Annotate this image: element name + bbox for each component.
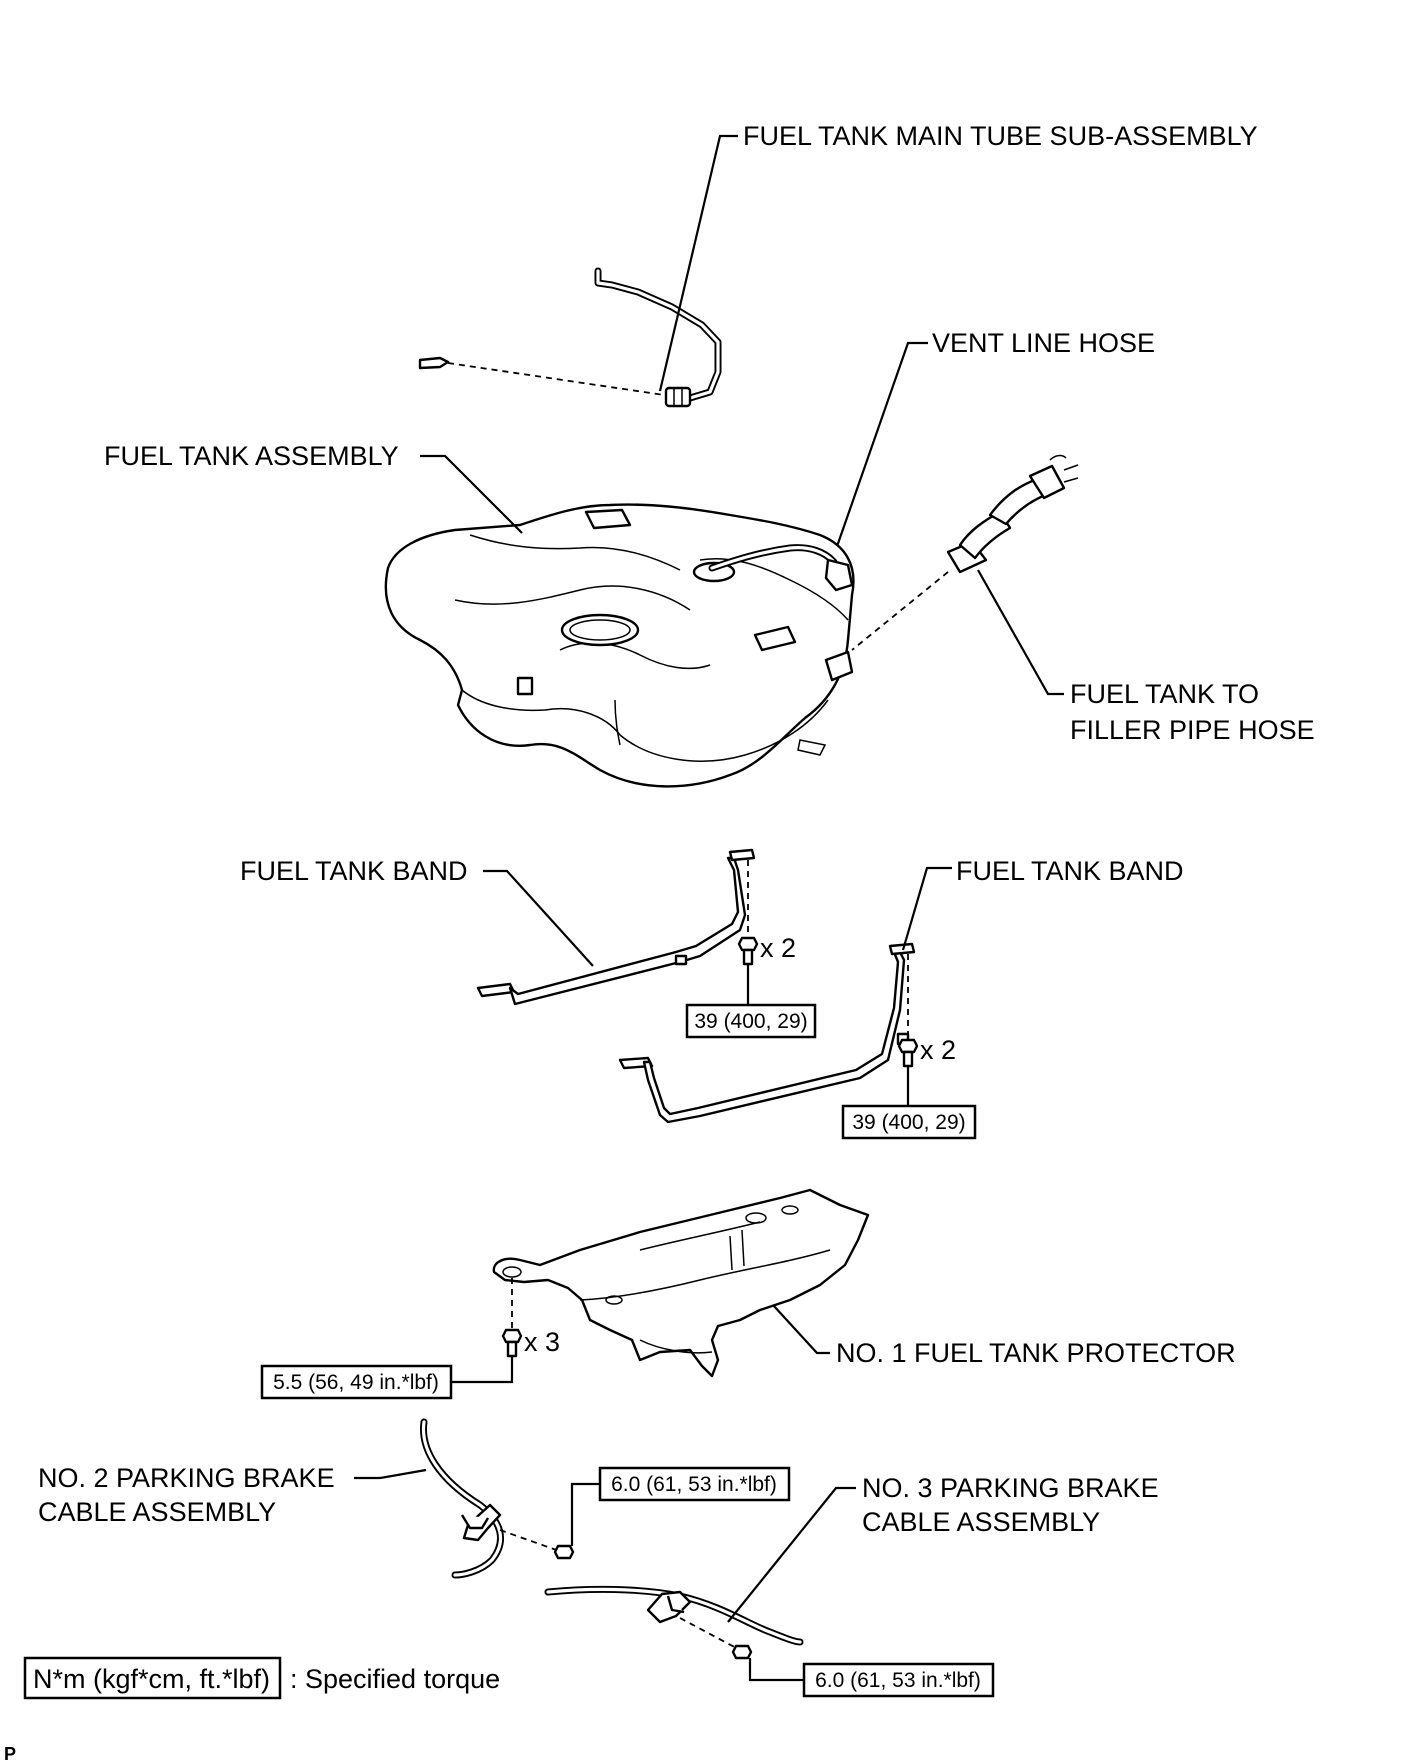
legend-unit-text: N*m (kgf*cm, ft.*lbf) — [33, 1664, 270, 1694]
cable2-leader — [354, 1468, 427, 1480]
protector-torque-leader — [451, 1356, 514, 1384]
right-band-label: FUEL TANK BAND — [956, 856, 1184, 886]
protector-label: NO. 1 FUEL TANK PROTECTOR — [836, 1338, 1236, 1368]
right-band-leader — [901, 866, 952, 951]
filler-hose-label-line2: FILLER PIPE HOSE — [1070, 715, 1315, 745]
filler-pipe-hose-drawing — [851, 454, 1079, 651]
legend-description: : Specified torque — [290, 1664, 500, 1694]
cable3-torque-box — [802, 1662, 995, 1698]
right-band-torque-box — [841, 1104, 977, 1140]
protector-count: x 3 — [524, 1327, 560, 1357]
no3-parking-brake-cable-drawing — [544, 1585, 804, 1660]
left-band-count: x 2 — [760, 933, 796, 963]
fuel-tank-drawing — [384, 503, 855, 788]
main-tube-leader — [658, 134, 738, 392]
cable2-torque-box — [598, 1466, 791, 1502]
tank-assembly-leader — [420, 454, 523, 534]
vent-hose-label: VENT LINE HOSE — [932, 328, 1155, 358]
corner-mark: P — [4, 1744, 16, 1763]
protector-torque: 5.5 (56, 49 in.*lbf) — [273, 1371, 439, 1394]
cable3-label-line2: CABLE ASSEMBLY — [862, 1507, 1100, 1537]
right-band-count: x 2 — [920, 1035, 956, 1065]
right-band-bolt-icon — [897, 1038, 919, 1068]
left-band-leader — [483, 869, 594, 967]
right-band-torque: 39 (400, 29) — [852, 1111, 965, 1134]
cable3-torque-leader — [748, 1658, 804, 1682]
cable3-leader — [727, 1486, 856, 1623]
main-tube-label: FUEL TANK MAIN TUBE SUB-ASSEMBLY — [743, 121, 1258, 151]
no2-parking-brake-cable-drawing — [420, 1418, 575, 1579]
fuel-tank-protector-drawing — [492, 1188, 870, 1378]
legend-unit-box — [23, 1656, 282, 1700]
protector-leader — [772, 1304, 830, 1355]
filler-hose-label-line1: FUEL TANK TO — [1070, 679, 1259, 709]
left-band-bolt-icon — [737, 936, 759, 966]
left-band-torque: 39 (400, 29) — [694, 1010, 807, 1033]
cable3-label-line1: NO. 3 PARKING BRAKE — [862, 1473, 1159, 1503]
left-band-label: FUEL TANK BAND — [240, 856, 468, 886]
fuel-tank-main-tube-drawing — [418, 267, 722, 408]
left-fuel-tank-band-drawing — [476, 848, 756, 1006]
protector-bolt-icon — [501, 1328, 523, 1358]
tank-assembly-label: FUEL TANK ASSEMBLY — [104, 441, 399, 471]
vent-hose-leader — [832, 341, 928, 556]
cable3-torque: 6.0 (61, 53 in.*lbf) — [815, 1669, 981, 1692]
cable2-torque: 6.0 (61, 53 in.*lbf) — [611, 1473, 777, 1496]
cable2-torque-leader — [570, 1482, 600, 1546]
cable2-label-line2: CABLE ASSEMBLY — [38, 1497, 276, 1527]
protector-torque-box — [260, 1364, 453, 1400]
left-band-torque-box — [685, 1003, 817, 1039]
cable2-label-line1: NO. 2 PARKING BRAKE — [38, 1463, 335, 1493]
filler-hose-leader — [977, 569, 1064, 696]
